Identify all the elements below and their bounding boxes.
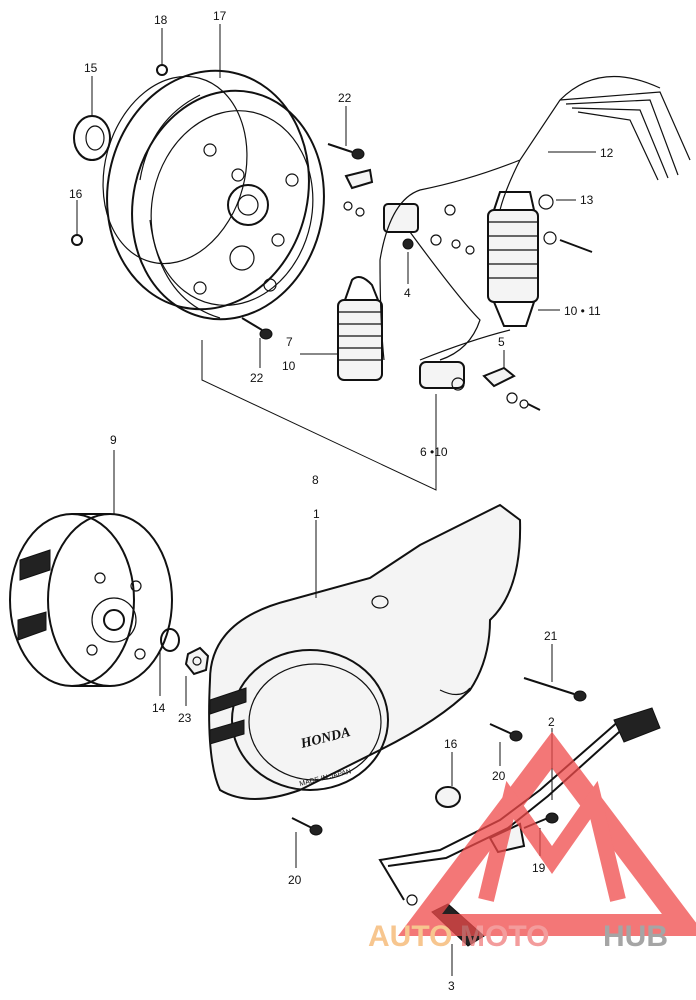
callout-14: 14: [152, 701, 166, 715]
crankcase-cover: [208, 503, 522, 800]
callout-13: 13: [580, 193, 594, 207]
leader-lines: [76, 24, 596, 976]
dowel-pin-left: [71, 234, 83, 246]
callout-10: 10: [282, 359, 296, 373]
small-fasteners: [343, 168, 593, 411]
wire-harness: [379, 75, 661, 361]
callout-22-bottom: 22: [250, 371, 264, 385]
bolt-21: [523, 677, 587, 702]
wire-ends: [559, 91, 691, 181]
callout-16-bottom: 16: [444, 737, 458, 751]
bolt-20-bottom: [291, 817, 323, 836]
callout-16-top: 16: [69, 187, 83, 201]
callout-22-top: 22: [338, 91, 352, 105]
callout-4: 4: [404, 286, 411, 300]
callout-10-11: 10 • 11: [564, 304, 601, 318]
callout-7: 7: [286, 335, 293, 349]
callout-21: 21: [544, 629, 558, 643]
screw-22-bottom: [241, 317, 273, 340]
callout-12: 12: [600, 146, 614, 160]
watermark-auto: AUTO: [368, 920, 452, 953]
oil-seal: [73, 115, 111, 161]
watermark-triangle-icon: [397, 731, 696, 936]
callout-2: 2: [548, 715, 555, 729]
bolt-19: [523, 812, 559, 829]
contact-breaker: [383, 203, 419, 250]
nut-23: [184, 646, 210, 676]
callout-8: 8: [312, 473, 319, 487]
watermark-m-icon: [478, 780, 626, 902]
callout-17: 17: [213, 9, 227, 23]
callout-labels: 18 17 15 16 22 12 13 4 10 • 11 7 10 22 5…: [69, 9, 614, 993]
callout-6-10: 6 •10: [420, 445, 448, 459]
watermark-moto: MOTO: [460, 920, 549, 953]
assembly-bracket-8: [201, 340, 437, 491]
lighting-coil-right: [487, 191, 539, 327]
callout-23: 23: [178, 711, 192, 725]
watermark-hub: HUB: [603, 920, 668, 953]
condenser: [419, 361, 465, 391]
callout-1: 1: [313, 507, 320, 521]
gasket-ring: [102, 75, 248, 265]
callout-9: 9: [110, 433, 117, 447]
callout-19: 19: [532, 861, 546, 875]
screw-22-top: [327, 143, 365, 160]
washer-14: [160, 628, 180, 652]
watermark: AUTO MOTO HUB: [368, 731, 696, 953]
callout-5: 5: [498, 335, 505, 349]
flywheel-rotor: [9, 513, 173, 687]
callout-3: 3: [448, 979, 455, 993]
seal-16-lower: [435, 786, 461, 808]
callout-20-top: 20: [492, 769, 506, 783]
callout-20-bottom: 20: [288, 873, 302, 887]
bolt-20-top: [489, 723, 523, 742]
stator-housing: [106, 69, 325, 321]
callout-18: 18: [154, 13, 168, 27]
dowel-pin-top: [156, 64, 168, 76]
callout-15: 15: [84, 61, 98, 75]
ignition-coil-left: [337, 275, 383, 381]
